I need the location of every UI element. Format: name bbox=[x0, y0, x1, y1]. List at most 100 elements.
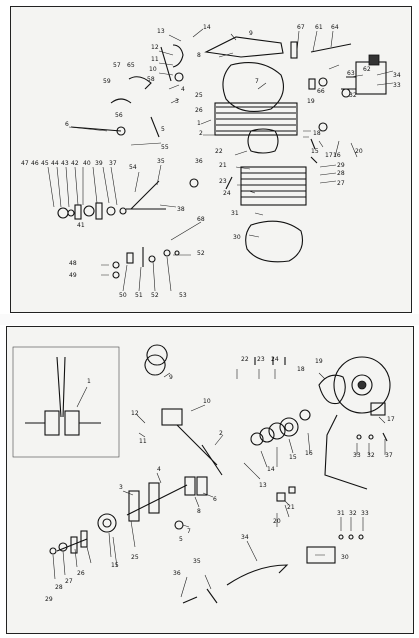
callout: 32 bbox=[367, 452, 375, 459]
small-hardware-parts bbox=[112, 41, 352, 279]
callout: 26 bbox=[77, 570, 85, 577]
rocker-cover-part bbox=[204, 36, 284, 112]
leader-lines bbox=[47, 28, 394, 292]
callout: 37 bbox=[385, 452, 393, 459]
callout: 45 bbox=[41, 160, 49, 167]
callout: 41 bbox=[77, 222, 85, 229]
callout: 39 bbox=[95, 160, 103, 167]
callout: 13 bbox=[157, 28, 165, 35]
callout: 4 bbox=[157, 466, 161, 473]
callout: 18 bbox=[297, 366, 305, 373]
leader-lines bbox=[52, 369, 386, 598]
callout: 58 bbox=[147, 76, 155, 83]
callout: 63 bbox=[347, 70, 355, 77]
callout: 54 bbox=[129, 164, 137, 171]
valve-gear-parts bbox=[70, 44, 184, 138]
exploded-view-engine-top-end: 13 14 9 67 61 64 12 11 10 4 3 8 63 62 34… bbox=[10, 6, 412, 313]
callout: 19 bbox=[315, 358, 323, 365]
callout: 66 bbox=[317, 88, 325, 95]
callout: 8 bbox=[197, 52, 201, 59]
callout: 35 bbox=[157, 158, 165, 165]
callout: 22 bbox=[241, 356, 249, 363]
callout: 67 bbox=[297, 24, 305, 31]
callout: 43 bbox=[61, 160, 69, 167]
crankshaft-inset bbox=[12, 346, 120, 458]
callout: 10 bbox=[203, 398, 211, 405]
callout: 52 bbox=[197, 250, 205, 257]
callout: 34 bbox=[393, 72, 401, 79]
callout: 23 bbox=[257, 356, 265, 363]
callout: 35 bbox=[193, 558, 201, 565]
callout: 24 bbox=[223, 190, 231, 197]
callout: 5 bbox=[179, 536, 183, 543]
callout: 38 bbox=[177, 206, 185, 213]
callout: 3 bbox=[175, 98, 179, 105]
callout: 22 bbox=[215, 148, 223, 155]
callout: 36 bbox=[173, 570, 181, 577]
callout: 16 bbox=[333, 152, 341, 159]
callout: 62 bbox=[363, 66, 371, 73]
callout: 26 bbox=[195, 107, 203, 114]
callout: 3 bbox=[119, 484, 123, 491]
callout: 15 bbox=[311, 148, 319, 155]
carburettor-part bbox=[341, 54, 387, 95]
callout: 65 bbox=[127, 62, 135, 69]
gear-train-parts bbox=[57, 180, 166, 220]
gearbox-small-parts bbox=[49, 530, 364, 604]
callout: 10 bbox=[149, 66, 157, 73]
callout: 33 bbox=[353, 452, 361, 459]
callout: 12 bbox=[131, 410, 139, 417]
callout: 16 bbox=[305, 450, 313, 457]
callout: 11 bbox=[139, 438, 147, 445]
callout-labels: 13 14 9 67 61 64 12 11 10 4 3 8 63 62 34… bbox=[21, 24, 401, 299]
callout: 11 bbox=[151, 56, 159, 63]
callout: 2 bbox=[199, 130, 203, 137]
callout: 50 bbox=[119, 292, 127, 299]
callout: 15 bbox=[111, 562, 119, 569]
callout: 52 bbox=[151, 292, 159, 299]
callout: 31 bbox=[231, 210, 239, 217]
engine-bottom-end-drawing: 1 9 10 22 23 24 19 18 12 11 2 14 15 16 1… bbox=[12, 344, 395, 604]
callout: 1 bbox=[197, 120, 201, 127]
callout: 33 bbox=[393, 82, 401, 89]
callout: 8 bbox=[197, 508, 201, 515]
engine-top-end-drawing: 13 14 9 67 61 64 12 11 10 4 3 8 63 62 34… bbox=[21, 24, 401, 299]
callout-labels: 1 9 10 22 23 24 19 18 12 11 2 14 15 16 1… bbox=[45, 356, 395, 603]
callout: 29 bbox=[337, 162, 345, 169]
callout: 25 bbox=[195, 92, 203, 99]
callout: 28 bbox=[337, 170, 345, 177]
gasket-part bbox=[245, 220, 304, 263]
callout: 13 bbox=[259, 482, 267, 489]
callout: 64 bbox=[331, 24, 339, 31]
callout: 51 bbox=[135, 292, 143, 299]
callout: 14 bbox=[203, 24, 211, 31]
callout: 7 bbox=[187, 528, 191, 535]
callout: 12 bbox=[151, 44, 159, 51]
callout: 33 bbox=[361, 510, 369, 517]
callout: 2 bbox=[219, 430, 223, 437]
callout: 21 bbox=[219, 162, 227, 169]
callout: 6 bbox=[65, 121, 69, 128]
callout: 56 bbox=[115, 112, 123, 119]
callout: 9 bbox=[169, 374, 173, 381]
callout: 29 bbox=[45, 596, 53, 603]
callout: 32 bbox=[349, 92, 357, 99]
callout: 9 bbox=[249, 30, 253, 37]
callout: 30 bbox=[341, 554, 349, 561]
callout: 7 bbox=[255, 78, 259, 85]
callout: 37 bbox=[109, 160, 117, 167]
flywheel-magneto-parts bbox=[254, 356, 391, 490]
callout: 61 bbox=[315, 24, 323, 31]
callout: 5 bbox=[161, 126, 165, 133]
callout: 47 bbox=[21, 160, 29, 167]
callout: 36 bbox=[195, 158, 203, 165]
crankshaft-parts bbox=[56, 344, 223, 552]
callout: 15 bbox=[289, 454, 297, 461]
callout: 49 bbox=[69, 272, 77, 279]
callout: 40 bbox=[83, 160, 91, 167]
callout: 20 bbox=[273, 518, 281, 525]
callout: 48 bbox=[69, 260, 77, 267]
callout: 1 bbox=[87, 378, 91, 385]
callout: 59 bbox=[103, 78, 111, 85]
callout: 30 bbox=[233, 234, 241, 241]
